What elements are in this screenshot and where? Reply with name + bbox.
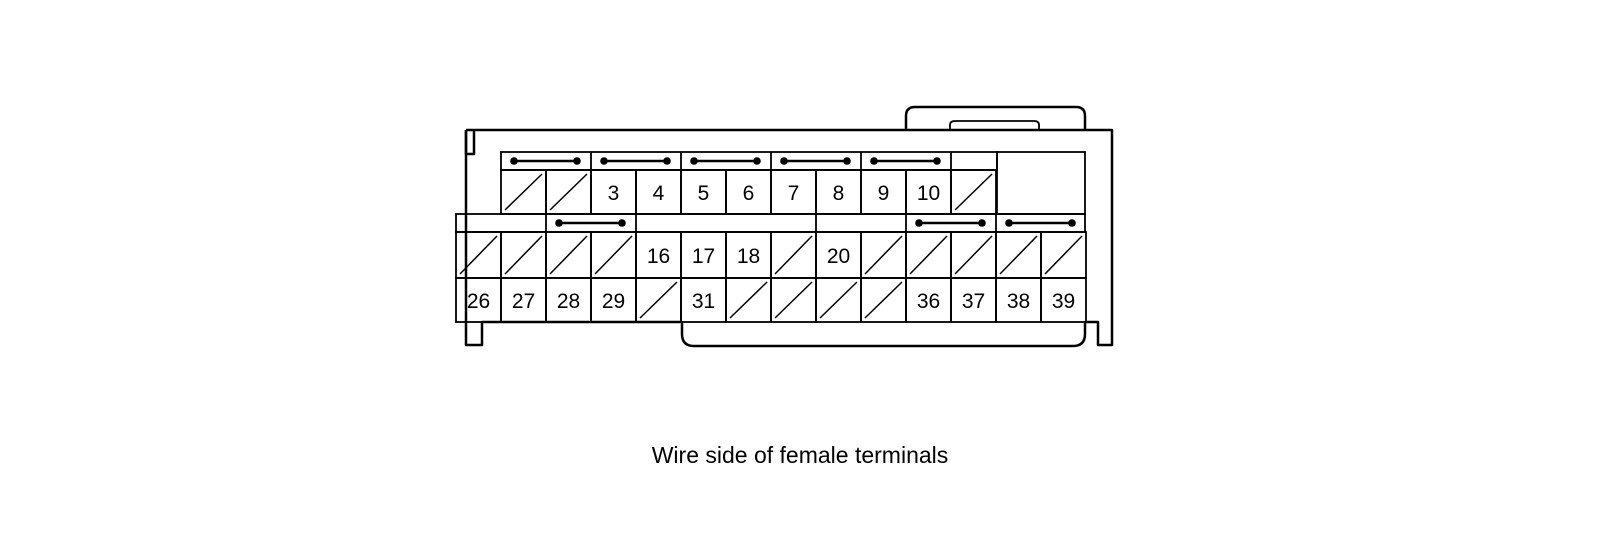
terminal-number: 6 [743, 182, 755, 205]
terminal-number: 39 [1052, 290, 1075, 313]
shorting-bar [600, 157, 671, 165]
terminal-cavity-grid: 3 4 5 6 7 8 9 10 16 17 18 20 26 27 28 29 31 36 37 38 39 [455, 151, 1087, 323]
terminal-number: 9 [878, 182, 890, 205]
unused-cavity-slash [864, 235, 903, 275]
unused-cavity-slash [909, 235, 948, 275]
terminal-number: 10 [917, 182, 940, 205]
terminal-number: 20 [827, 245, 850, 268]
shorting-bar [915, 219, 986, 227]
terminal-number: 29 [602, 290, 625, 313]
terminal-number: 18 [737, 245, 760, 268]
shorting-bar [555, 219, 626, 227]
unused-cavity-slash [1044, 235, 1083, 275]
terminal-number: 37 [962, 290, 985, 313]
connector-lock-window [949, 120, 1040, 130]
shorting-bar [690, 157, 761, 165]
terminal-number: 8 [833, 182, 845, 205]
unused-cavity-slash [549, 235, 588, 275]
connector-latch-notch [464, 130, 476, 156]
terminal-number: 3 [608, 182, 620, 205]
terminal-cavity [950, 169, 997, 215]
view-caption: Wire side of female terminals [651, 442, 949, 468]
unused-cavity-slash [774, 235, 813, 275]
unused-cavity-slash [774, 281, 813, 319]
connector-housing-outline [464, 128, 1114, 348]
terminal-number: 38 [1007, 290, 1030, 313]
terminal-number: 36 [917, 290, 940, 313]
unused-cavity-slash [594, 235, 633, 275]
shorting-bar [1005, 219, 1076, 227]
shorting-bar [780, 157, 851, 165]
terminal-number: 26 [467, 290, 490, 313]
terminal-number: 28 [557, 290, 580, 313]
terminal-number: 17 [692, 245, 715, 268]
terminal-number: 7 [788, 182, 800, 205]
empty-block [996, 151, 1086, 215]
unused-cavity-slash [549, 173, 588, 211]
middle-retainer-band [455, 213, 1086, 233]
terminal-number: 31 [692, 290, 715, 313]
terminal-number: 4 [653, 182, 665, 205]
unused-cavity-slash [504, 173, 543, 211]
connector-top-lock-tab [904, 105, 1087, 130]
unused-cavity-slash [864, 281, 903, 319]
terminal-number: 5 [698, 182, 710, 205]
shorting-bar [870, 157, 941, 165]
unused-cavity-slash [999, 235, 1038, 275]
terminal-cavity [1040, 277, 1087, 323]
unused-cavity-slash [954, 235, 993, 275]
unused-cavity-slash [639, 281, 678, 319]
unused-cavity-slash [504, 235, 543, 275]
terminal-number: 16 [647, 245, 670, 268]
unused-cavity-slash [729, 281, 768, 319]
terminal-number: 27 [512, 290, 535, 313]
unused-cavity-slash [459, 235, 498, 275]
shorting-bar [510, 157, 581, 165]
unused-cavity-slash [954, 173, 993, 211]
unused-cavity-slash [819, 281, 858, 319]
